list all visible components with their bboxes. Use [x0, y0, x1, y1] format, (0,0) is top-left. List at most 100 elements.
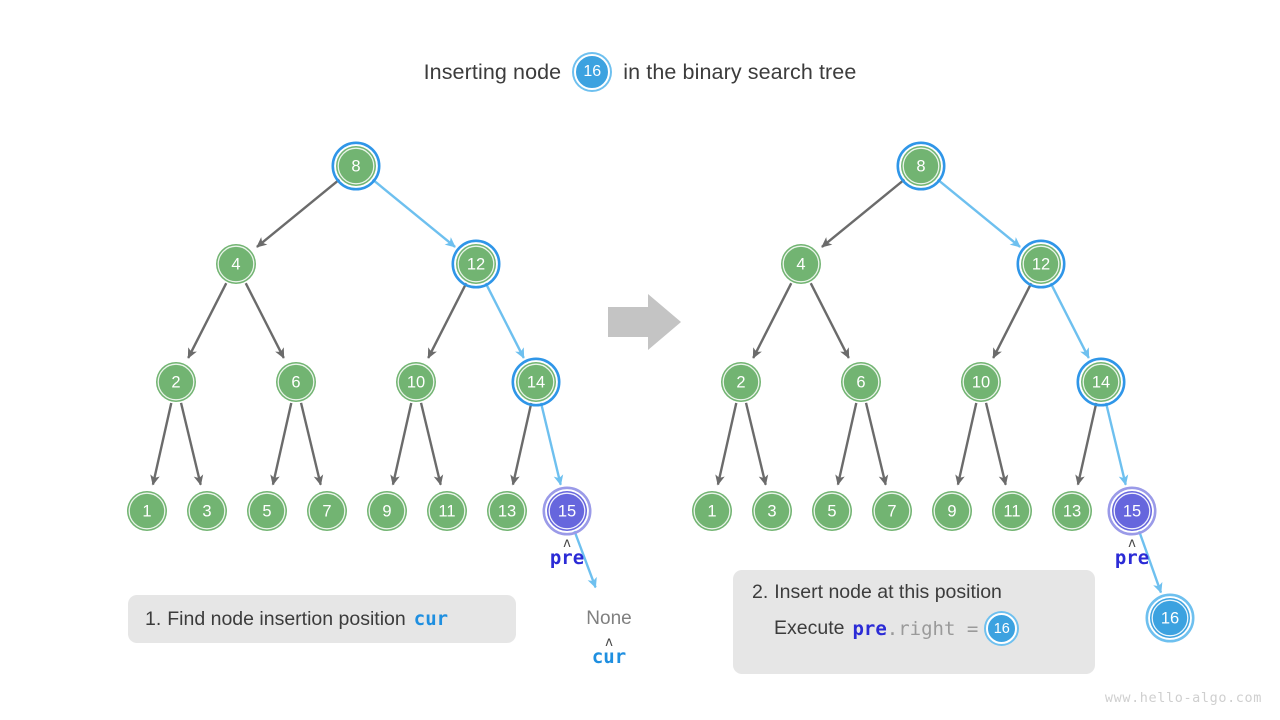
pointer-name: cur	[591, 646, 627, 668]
tree-node-13: 13	[1052, 491, 1092, 531]
tree-node-value: 7	[887, 503, 896, 521]
tree-node-value: 13	[1063, 503, 1081, 521]
tree-node-16: 16	[1145, 593, 1195, 643]
tree-edge-4-to-2	[752, 282, 793, 359]
tree-edge-8-to-4	[256, 178, 341, 248]
tree-node-5: 5	[812, 491, 852, 531]
tree-node-value: 5	[262, 503, 271, 521]
tree-node-9: 9	[367, 491, 407, 531]
tree-node-value: 12	[467, 256, 485, 274]
tree-edge-8-to-12	[936, 178, 1021, 248]
tree-node-value: 12	[1032, 256, 1050, 274]
diagram-title: Inserting node 16 in the binary search t…	[0, 54, 1280, 90]
tree-node-value: 5	[827, 503, 836, 521]
tree-node-15: 15	[1107, 486, 1157, 536]
caption-2-node-value: 16	[993, 620, 1010, 637]
tree-edge-12-to-10	[427, 282, 468, 359]
tree-edges-group	[150, 178, 1163, 594]
tree-edge-12-to-10	[992, 282, 1033, 359]
tree-edge-6-to-7	[864, 402, 889, 486]
caption-2-index: 2.	[752, 581, 769, 603]
tree-edge-10-to-11	[984, 402, 1009, 486]
tree-node-value: 7	[322, 503, 331, 521]
tree-node-value: 11	[438, 503, 455, 521]
caret-up-icon: ʌ	[1128, 536, 1136, 551]
tree-node-value: 4	[796, 256, 805, 274]
tree-node-6: 6	[841, 362, 881, 402]
tree-edge-12-to-14	[1049, 282, 1090, 359]
tree-node-value: 11	[1003, 503, 1020, 521]
tree-node-value: 6	[291, 374, 300, 392]
tree-edge-8-to-12	[371, 178, 456, 248]
caption-1-index: 1.	[145, 607, 162, 630]
tree-node-7: 7	[307, 491, 347, 531]
tree-node-value: 14	[1092, 374, 1110, 392]
caption-step-1: 1. Find node insertion position cur	[128, 595, 516, 643]
tree-node-value: 16	[1161, 610, 1179, 628]
tree-node-2: 2	[721, 362, 761, 402]
caption-2-text: Insert node at this position	[774, 581, 1002, 603]
tree-node-4: 4	[781, 244, 821, 284]
tree-node-1: 1	[692, 491, 732, 531]
caret-up-icon: ʌ	[605, 635, 613, 650]
title-node-value: 16	[583, 63, 602, 80]
tree-edge-12-to-14	[484, 282, 525, 359]
tree-edge-14-to-13	[510, 402, 533, 486]
tree-node-value: 15	[558, 503, 576, 521]
tree-edge-4-to-2	[187, 282, 228, 359]
title-node-chip: 16	[574, 54, 611, 90]
tree-node-value: 4	[231, 256, 240, 274]
tree-edge-14-to-13	[1075, 402, 1098, 486]
tree-node-value: 8	[916, 158, 925, 176]
tree-node-11: 11	[427, 491, 467, 531]
tree-node-value: 3	[767, 503, 776, 521]
caption-1-code-cur: cur	[413, 608, 449, 630]
caption-2-code-pre: pre	[852, 617, 887, 640]
step-transition-arrow	[608, 294, 681, 350]
tree-edge-6-to-5	[270, 402, 293, 486]
pointer-name: pre	[1114, 547, 1150, 569]
watermark: www.hello-algo.com	[1104, 690, 1262, 706]
none-literal: None	[586, 608, 632, 629]
tree-node-value: 14	[527, 374, 545, 392]
tree-edge-14-to-15	[539, 402, 564, 486]
tree-edge-15-to-none	[573, 530, 597, 589]
tree-edge-6-to-5	[835, 402, 858, 486]
tree-node-value: 15	[1123, 503, 1141, 521]
tree-node-1: 1	[127, 491, 167, 531]
tree-node-value: 2	[171, 374, 180, 392]
tree-edge-6-to-7	[299, 402, 324, 486]
tree-edge-2-to-1	[150, 402, 173, 486]
tree-node-3: 3	[187, 491, 227, 531]
tree-node-value: 1	[707, 503, 716, 521]
tree-edge-4-to-6	[244, 282, 285, 359]
caption-2-line-2: Execute pre .right = 16	[752, 613, 1095, 644]
tree-edge-8-to-4	[821, 178, 906, 248]
tree-edge-2-to-3	[179, 402, 204, 486]
tree-node-9: 9	[932, 491, 972, 531]
tree-node-14: 14	[1076, 357, 1126, 407]
tree-node-value: 8	[351, 158, 360, 176]
caption-1-text: Find node insertion position	[167, 607, 406, 630]
caption-2-execute-label: Execute	[774, 617, 845, 639]
tree-node-value: 3	[202, 503, 211, 521]
tree-edge-10-to-9	[955, 402, 978, 486]
tree-node-8: 8	[331, 141, 381, 191]
title-suffix: in the binary search tree	[623, 59, 857, 84]
pointer-name: pre	[549, 547, 585, 569]
tree-edge-2-to-3	[744, 402, 769, 486]
tree-node-value: 10	[407, 374, 425, 392]
tree-node-4: 4	[216, 244, 256, 284]
caption-step-2: 2. Insert node at this position Execute …	[733, 570, 1095, 674]
tree-node-value: 9	[947, 503, 956, 521]
tree-edge-10-to-9	[390, 402, 413, 486]
tree-edge-2-to-1	[715, 402, 738, 486]
caption-2-node-chip: 16	[986, 613, 1018, 644]
tree-node-11: 11	[992, 491, 1032, 531]
tree-node-value: 2	[736, 374, 745, 392]
